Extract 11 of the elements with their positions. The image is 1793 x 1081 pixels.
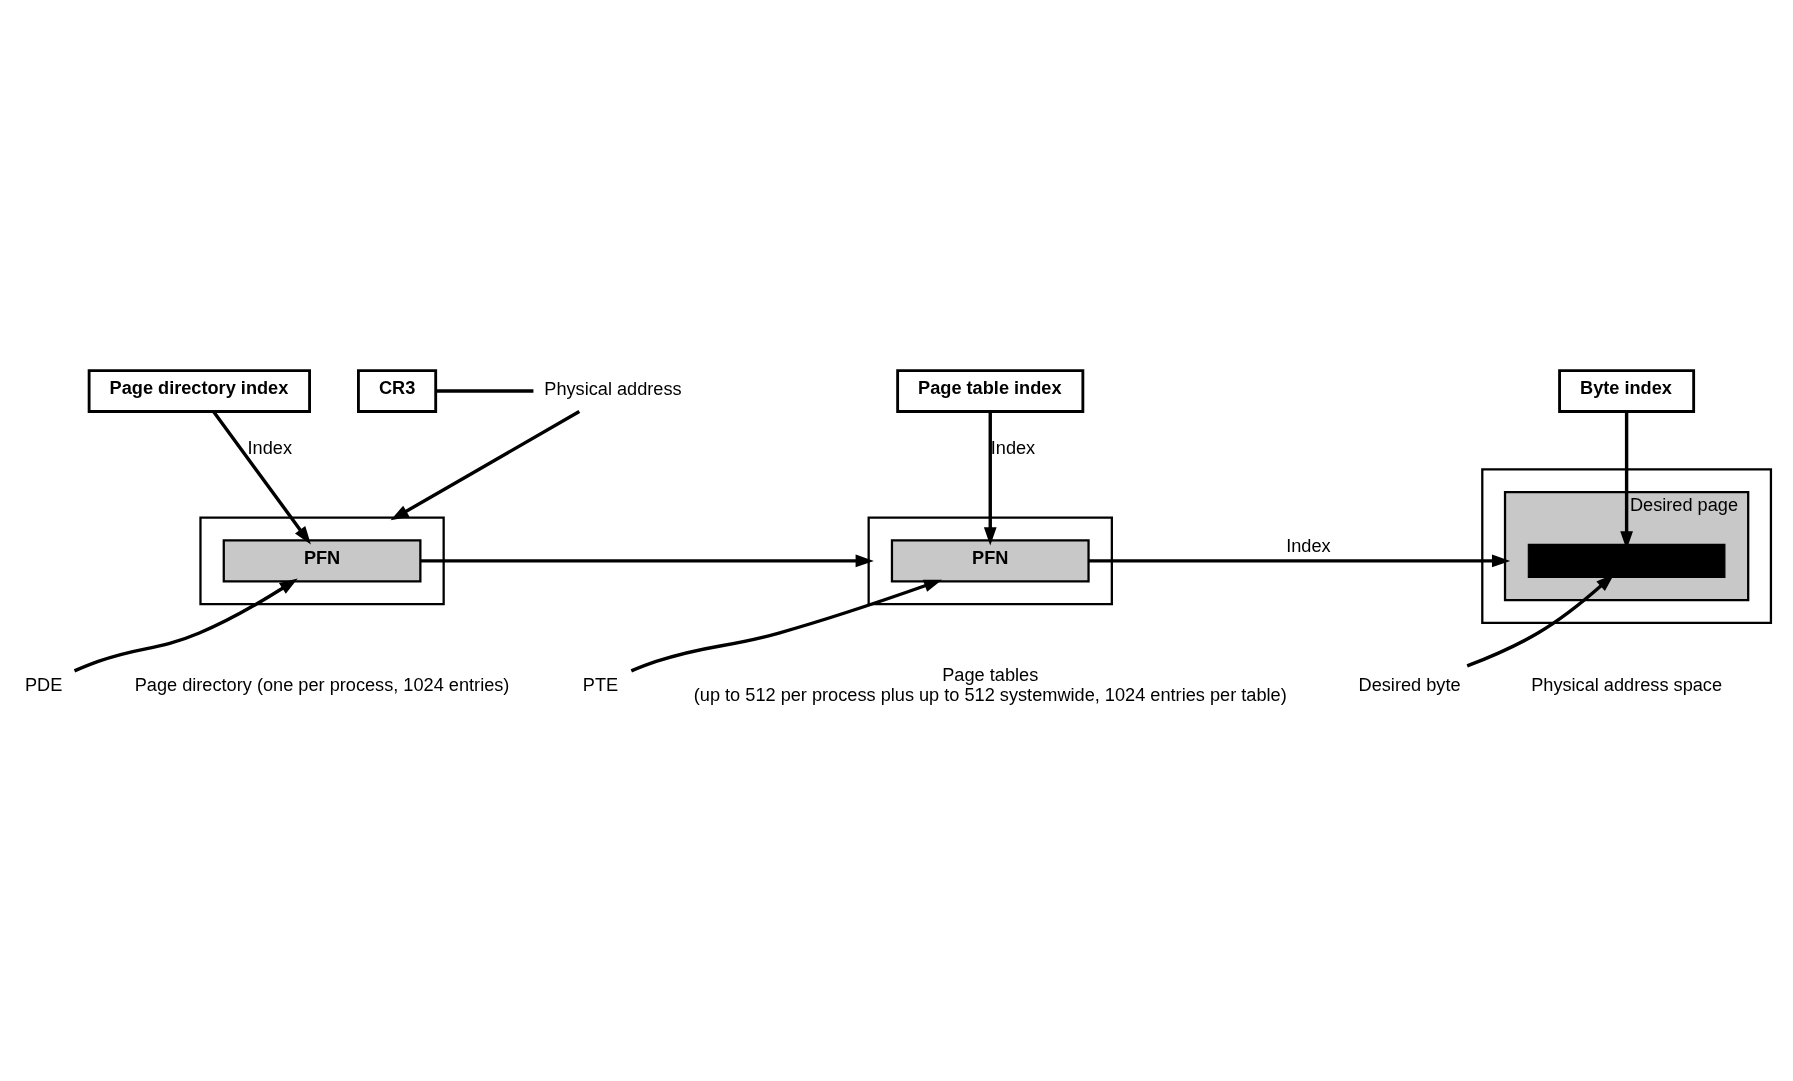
- node-text: Physical address: [544, 378, 682, 399]
- node-text: PTE: [582, 674, 619, 695]
- node-text: PDE: [24, 674, 63, 695]
- node-label: Page tables (up to 512 per process plus up to 512 systemwide, 1024 entries per table): [693, 664, 1287, 705]
- edge-label: Index: [990, 437, 1036, 458]
- edge-label: Index: [1286, 535, 1331, 556]
- node-text: Desired byte: [1358, 674, 1461, 695]
- edge-label: Index: [247, 437, 293, 458]
- node-label: Page directory (one per process, 1024 entries): [134, 674, 510, 695]
- node-label: Desired page: [1629, 494, 1739, 515]
- node-label: Physical address space: [1531, 674, 1723, 695]
